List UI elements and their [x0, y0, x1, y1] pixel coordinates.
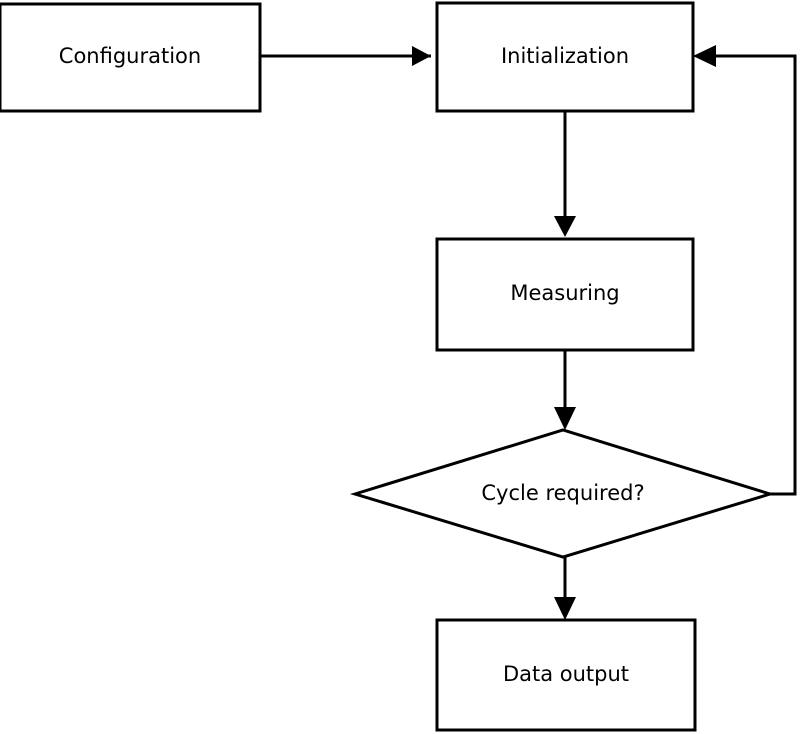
arrow-head-icon — [554, 216, 576, 237]
edge-cycle-required-to-data-output — [554, 557, 576, 620]
edge-cycle-required-to-initialization-loop — [693, 45, 797, 496]
node-label: Measuring — [510, 281, 619, 305]
arrow-head-icon — [554, 597, 576, 620]
edge-measuring-to-cycle-required — [554, 350, 576, 430]
node-diamond[interactable] — [349, 428, 776, 559]
edge-initialization-to-measuring — [554, 111, 576, 237]
node-label: Initialization — [501, 44, 629, 68]
node-rect[interactable] — [435, 237, 695, 352]
node-label: Cycle required? — [481, 481, 644, 505]
edges-layer — [260, 45, 797, 620]
node-label: Data output — [503, 662, 629, 686]
node-rect[interactable] — [0, 2, 262, 113]
arrow-head-icon — [554, 407, 576, 430]
node-label: Configuration — [59, 44, 201, 68]
node-rect[interactable] — [435, 1, 695, 113]
arrow-head-icon — [693, 45, 716, 67]
nodes-layer: Configuration Initialization Measuring C… — [0, 1, 776, 732]
node-data-output[interactable]: Data output — [435, 618, 697, 732]
edge-configuration-to-initialization — [260, 46, 431, 66]
node-measuring[interactable]: Measuring — [435, 237, 695, 352]
arrow-head-icon — [412, 46, 431, 66]
edge-line — [699, 54, 797, 496]
node-initialization[interactable]: Initialization — [435, 1, 695, 113]
node-cycle-required[interactable]: Cycle required? — [349, 428, 776, 559]
node-configuration[interactable]: Configuration — [0, 2, 262, 113]
node-rect[interactable] — [435, 618, 697, 732]
